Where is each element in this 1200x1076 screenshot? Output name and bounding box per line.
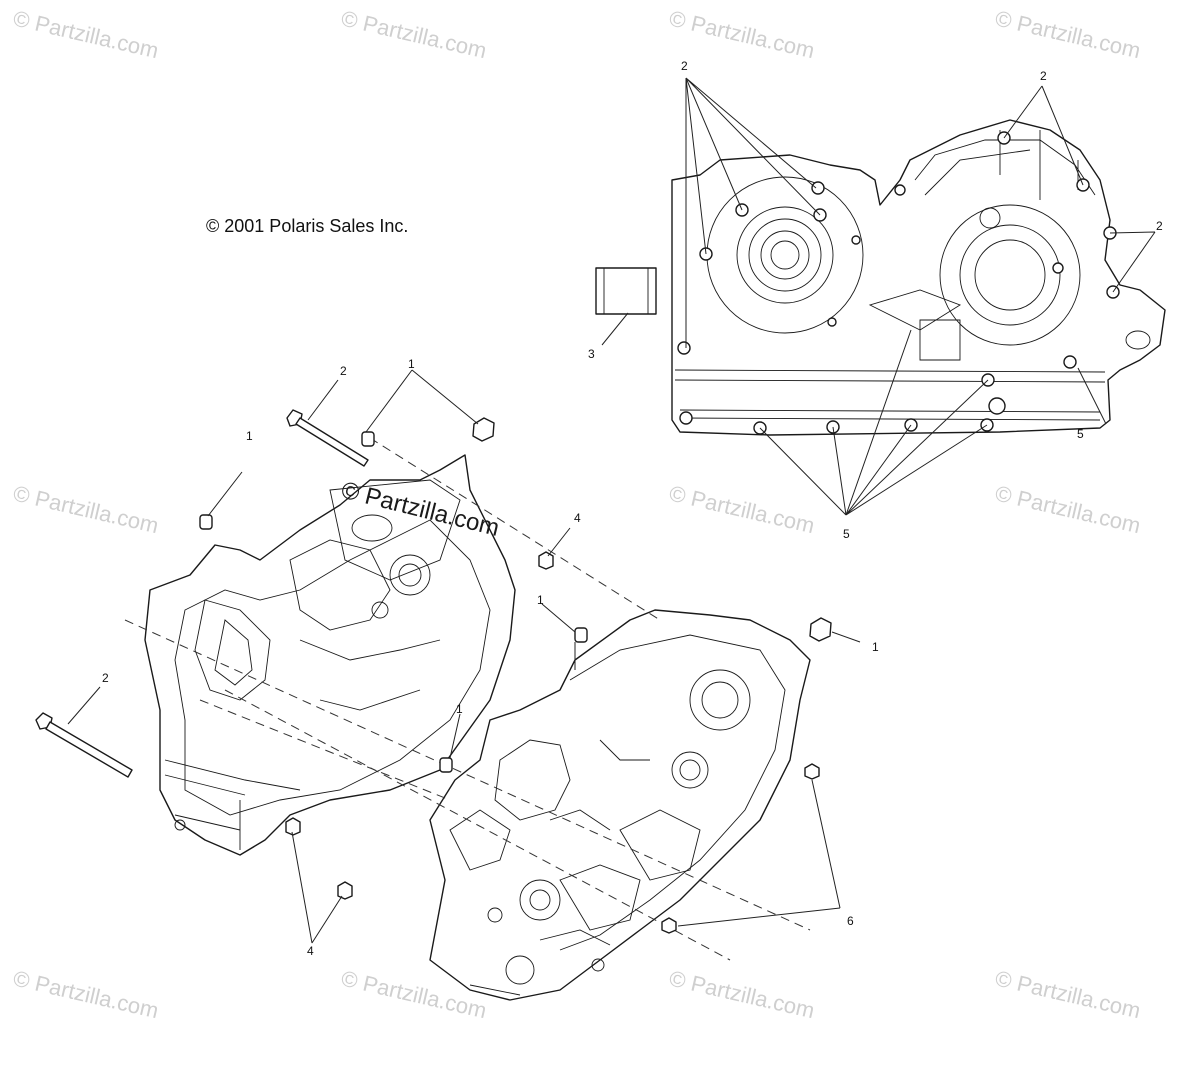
watermark-text: © Partzilla.com [993, 481, 1143, 539]
dowel-pin [439, 757, 453, 773]
nut [661, 917, 677, 934]
watermark-text: © Partzilla.com [667, 966, 817, 1024]
callout-label: 5 [1077, 427, 1084, 441]
nut [538, 551, 554, 570]
nut [804, 763, 820, 780]
callout-label: 1 [408, 357, 415, 371]
watermark-text: © Partzilla.com [339, 6, 489, 64]
callout-label: 1 [537, 593, 544, 607]
watermark-text: © Partzilla.com [667, 481, 817, 539]
nut [285, 817, 301, 836]
callout-label: 1 [456, 702, 463, 716]
callout-label: 2 [340, 364, 347, 378]
watermark-text: © Partzilla.com [11, 481, 161, 539]
callout-label: 6 [847, 914, 854, 928]
alignment-lines [124, 437, 811, 961]
nut [809, 617, 832, 642]
nut [337, 881, 353, 900]
callout-label: 2 [681, 59, 688, 73]
right-crankcase-half [429, 609, 811, 1001]
callout-labels: 2 2 2 3 5 5 2 1 1 4 2 1 1 1 4 6 [102, 59, 1163, 958]
dowel-pin [574, 627, 588, 643]
seal-part-3 [595, 267, 657, 315]
callout-label: 2 [1156, 219, 1163, 233]
nut [472, 417, 495, 442]
watermark-text: © Partzilla.com [993, 966, 1143, 1024]
callout-label: 3 [588, 347, 595, 361]
callout-label: 5 [843, 527, 850, 541]
callout-label: 2 [1040, 69, 1047, 83]
left-crankcase-half [144, 454, 516, 856]
leader-lines-bottom [67, 369, 861, 944]
long-bolt-lower [35, 712, 133, 778]
dowel-pin [361, 431, 375, 447]
callout-label: 1 [872, 640, 879, 654]
leader-lines-top [601, 77, 1156, 516]
copyright-notice: © 2001 Polaris Sales Inc. [206, 216, 408, 236]
watermark-text: © Partzilla.com [11, 6, 161, 64]
watermark-text: © Partzilla.com [11, 966, 161, 1024]
watermark-text: © Partzilla.com [993, 6, 1143, 64]
long-bolt-upper [286, 409, 369, 467]
assembled-crankcase [671, 119, 1166, 436]
watermark-text: © Partzilla.com [667, 6, 817, 64]
callout-label: 4 [574, 511, 581, 525]
callout-label: 1 [246, 429, 253, 443]
bolt-heads [677, 131, 1120, 435]
dowel-pin [199, 514, 213, 530]
callout-label: 2 [102, 671, 109, 685]
hardware-parts [35, 409, 832, 934]
callout-label: 4 [307, 944, 314, 958]
